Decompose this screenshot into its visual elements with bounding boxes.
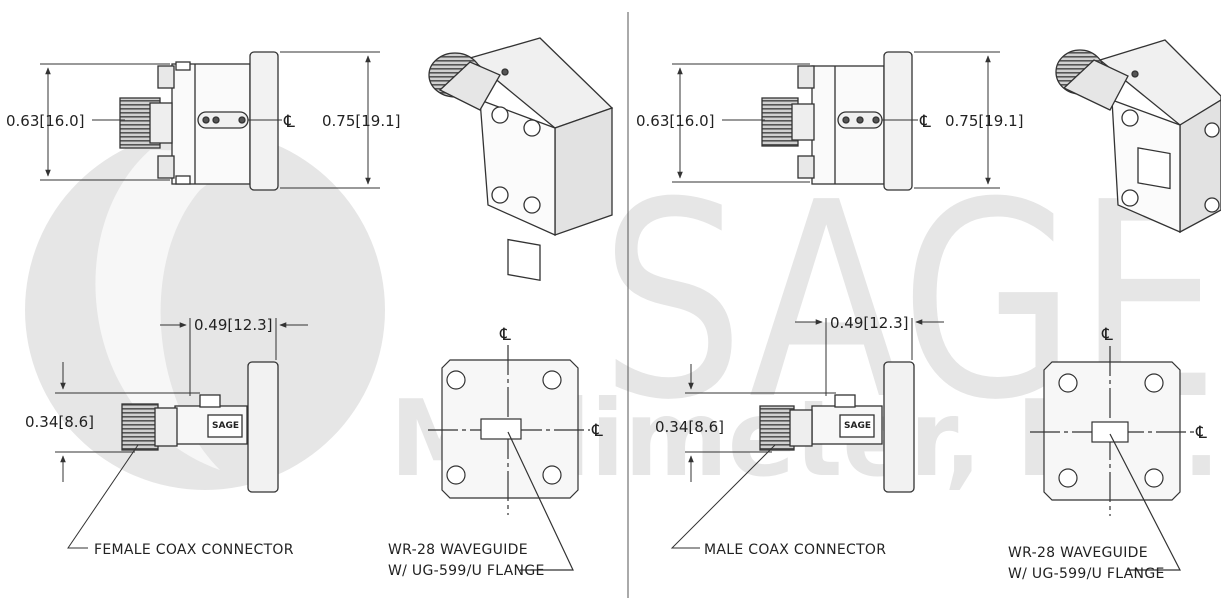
connector-label: MALE COAX CONNECTOR (704, 542, 886, 558)
dim-side-height: 0.63[16.0] (6, 112, 85, 130)
isometric-view (1055, 39, 1221, 234)
dim-flange-height: 0.75[19.1] (322, 112, 401, 130)
centerline-symbol: ℄ (283, 112, 295, 132)
isometric-view (428, 37, 614, 281)
side-view-bottom (121, 361, 279, 493)
waveguide-label-line1: WR-28 WAVEGUIDE (388, 542, 528, 558)
dim-bottom-height: 0.34[8.6] (25, 413, 94, 431)
centerline-horizontal: ℄ (591, 421, 603, 441)
bottom-dimensions (55, 318, 308, 549)
front-flange-view (1030, 346, 1194, 571)
connector-label: FEMALE COAX CONNECTOR (94, 542, 294, 558)
centerline-horizontal: ℄ (1195, 423, 1207, 443)
dim-flange-height: 0.75[19.1] (945, 112, 1024, 130)
centerline-vertical: ℄ (499, 325, 511, 345)
side-view-bottom (759, 361, 915, 493)
top-dimensions (40, 51, 380, 189)
panel-male: 0.63[16.0] ℄ 0.75[19.1] SAGE (636, 39, 1221, 582)
waveguide-label-line2: W/ UG-599/U FLANGE (1008, 566, 1165, 582)
dim-side-height: 0.63[16.0] (636, 112, 715, 130)
body-logo: SAGE (212, 421, 239, 431)
bottom-dimensions (670, 318, 944, 549)
centerline-symbol: ℄ (919, 112, 931, 132)
side-view-top (761, 51, 913, 191)
side-view-top (119, 51, 279, 191)
centerline-vertical: ℄ (1101, 325, 1113, 345)
waveguide-label-line1: WR-28 WAVEGUIDE (1008, 545, 1148, 561)
top-dimensions (672, 51, 1000, 189)
panel-female: 0.63[16.0] ℄ 0.75[19.1] SAGE (6, 37, 614, 579)
dim-offset: 0.49[12.3] (830, 314, 909, 332)
dim-bottom-height: 0.34[8.6] (655, 418, 724, 436)
dim-offset: 0.49[12.3] (194, 316, 273, 334)
watermark-logo-swoosh (95, 150, 223, 470)
waveguide-label-line2: W/ UG-599/U FLANGE (388, 563, 545, 579)
body-logo: SAGE (844, 421, 871, 431)
front-flange-view (428, 345, 590, 571)
